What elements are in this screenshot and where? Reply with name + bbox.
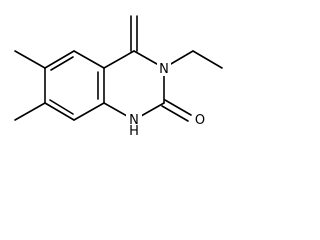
double-bond-c2-oxygen-a — [164, 99, 192, 116]
oxygen-label-mask — [193, 112, 207, 128]
double-bond-c5-c6-inner — [50, 56, 74, 71]
oxygen-label: O — [195, 113, 205, 128]
double-bond-c2-oxygen-b — [161, 105, 189, 122]
bond-layer — [14, 15, 223, 122]
bond-c7-c8 — [44, 102, 75, 121]
bond-c6-methyl — [14, 50, 46, 69]
bond-ethyl-ch2-ch3 — [192, 50, 223, 69]
nitrogen-label-n3: N — [159, 62, 169, 77]
n1-label-mask — [126, 111, 142, 135]
bond-c4a-c4 — [103, 50, 135, 69]
hydrogen-label-n1: H — [129, 124, 139, 139]
double-bond-c7-c8-inner — [49, 99, 74, 115]
atom-label-layer: N N H O — [126, 60, 207, 139]
chemical-structure-diagram: N N H O — [14, 15, 223, 139]
bond-c5-c6 — [44, 50, 75, 69]
bond-c8-c8a — [73, 102, 105, 121]
n3-label-mask — [157, 60, 171, 76]
bond-c4a-c5 — [73, 50, 105, 69]
bond-c7-methyl — [14, 102, 46, 121]
nitrogen-label-n1: N — [129, 113, 139, 128]
